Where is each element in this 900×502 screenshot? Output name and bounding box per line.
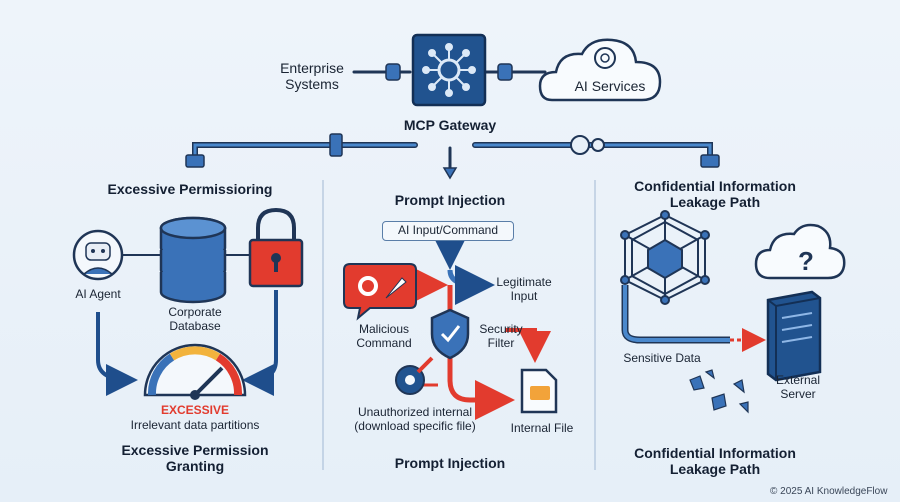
server-icon xyxy=(766,290,822,382)
ai-agent-label: AI Agent xyxy=(75,287,121,301)
arrow-malicious xyxy=(447,285,515,420)
right-bottom-title: Confidential Information Leakage Path xyxy=(634,445,796,478)
malicious-command-icon xyxy=(343,263,417,321)
question-cloud-icon: ? xyxy=(754,223,846,280)
arrow-legit xyxy=(447,265,495,305)
arrow-lock-to-gauge xyxy=(242,290,278,396)
left-title: Excessive Permissioring xyxy=(107,181,273,197)
enterprise-label: Enterprise Systems xyxy=(280,60,344,93)
svg-text:?: ? xyxy=(798,246,814,276)
gauge-icon xyxy=(143,343,247,400)
file-icon xyxy=(520,368,558,414)
middle-title: Prompt Injection xyxy=(394,192,506,208)
ai-agent-icon xyxy=(72,229,124,281)
database-icon xyxy=(159,216,227,304)
arrow-agent-to-gauge xyxy=(96,312,138,396)
internal-file-label: Internal File xyxy=(510,421,574,435)
gateway-icon xyxy=(411,33,487,107)
left-bottom-title: Excessive Permission Granting xyxy=(121,442,269,475)
irrelevant-label: Irrelevant data partitions xyxy=(130,418,260,432)
database-label: Corporate Database xyxy=(168,305,222,333)
footer-credit: © 2025 AI KnowledgeFlow xyxy=(770,486,888,497)
filter-label: Security Filter xyxy=(479,322,523,350)
unauth-label: Unauthorized internal (download specific… xyxy=(354,405,476,433)
network-icon xyxy=(620,210,710,305)
external-label: External Server xyxy=(775,373,821,401)
gateway-label: MCP Gateway xyxy=(403,117,497,133)
excessive-label: EXCESSIVE xyxy=(160,403,230,417)
pipe-network xyxy=(185,63,720,180)
malicious-label: Malicious Command xyxy=(356,322,412,350)
gear-icon xyxy=(395,356,434,395)
middle-bottom-title: Prompt Injection xyxy=(394,455,506,471)
ai-services-label: AI Services xyxy=(574,78,646,94)
shield-icon xyxy=(430,308,470,360)
right-title: Confidential Information Leakage Path xyxy=(634,178,796,211)
legit-label: Legitimate Input xyxy=(496,275,552,303)
input-box: AI Input/Command xyxy=(382,221,514,241)
lock-icon xyxy=(248,207,304,288)
cloud-icon xyxy=(538,38,662,102)
broken-fragments xyxy=(689,369,749,414)
sensitive-label: Sensitive Data xyxy=(623,351,701,365)
